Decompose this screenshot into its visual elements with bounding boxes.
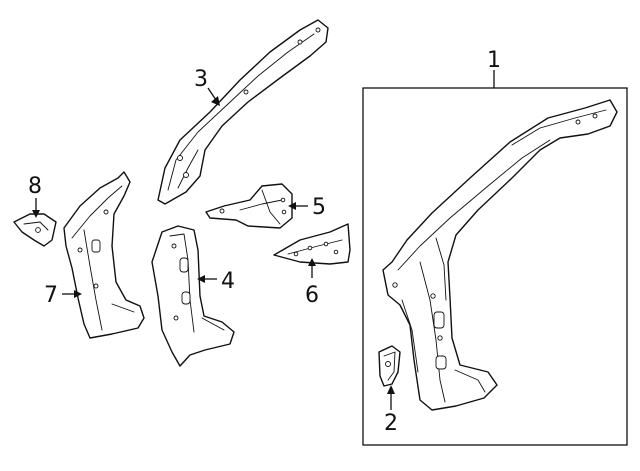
callout-3: 3	[194, 67, 208, 92]
leader-3	[207, 87, 220, 106]
leader-4	[197, 275, 217, 283]
part-8-clip-bracket[interactable]	[13, 213, 57, 247]
callout-1: 1	[487, 48, 501, 73]
callout-5: 5	[312, 195, 326, 220]
part-5-reinforcement[interactable]	[205, 183, 293, 229]
callout-7: 7	[44, 283, 58, 308]
part-6-bracket-plate[interactable]	[273, 223, 351, 265]
part-7-front-pillar[interactable]	[63, 171, 145, 339]
callout-8: 8	[28, 174, 42, 199]
callout-2: 2	[384, 411, 398, 436]
leader-7	[62, 290, 82, 298]
leader-8	[32, 198, 40, 218]
part-4-center-pillar[interactable]	[151, 225, 235, 367]
leader-2	[387, 385, 395, 410]
part-1-pillar-assembly[interactable]	[382, 99, 618, 411]
part-3-upper-rail[interactable]	[157, 19, 329, 205]
part-2-bracket[interactable]	[378, 345, 401, 387]
callout-4: 4	[221, 269, 235, 294]
leader-6	[308, 258, 316, 278]
callout-6: 6	[305, 283, 319, 308]
leader-5	[288, 202, 308, 210]
part-1-frame	[362, 87, 628, 446]
